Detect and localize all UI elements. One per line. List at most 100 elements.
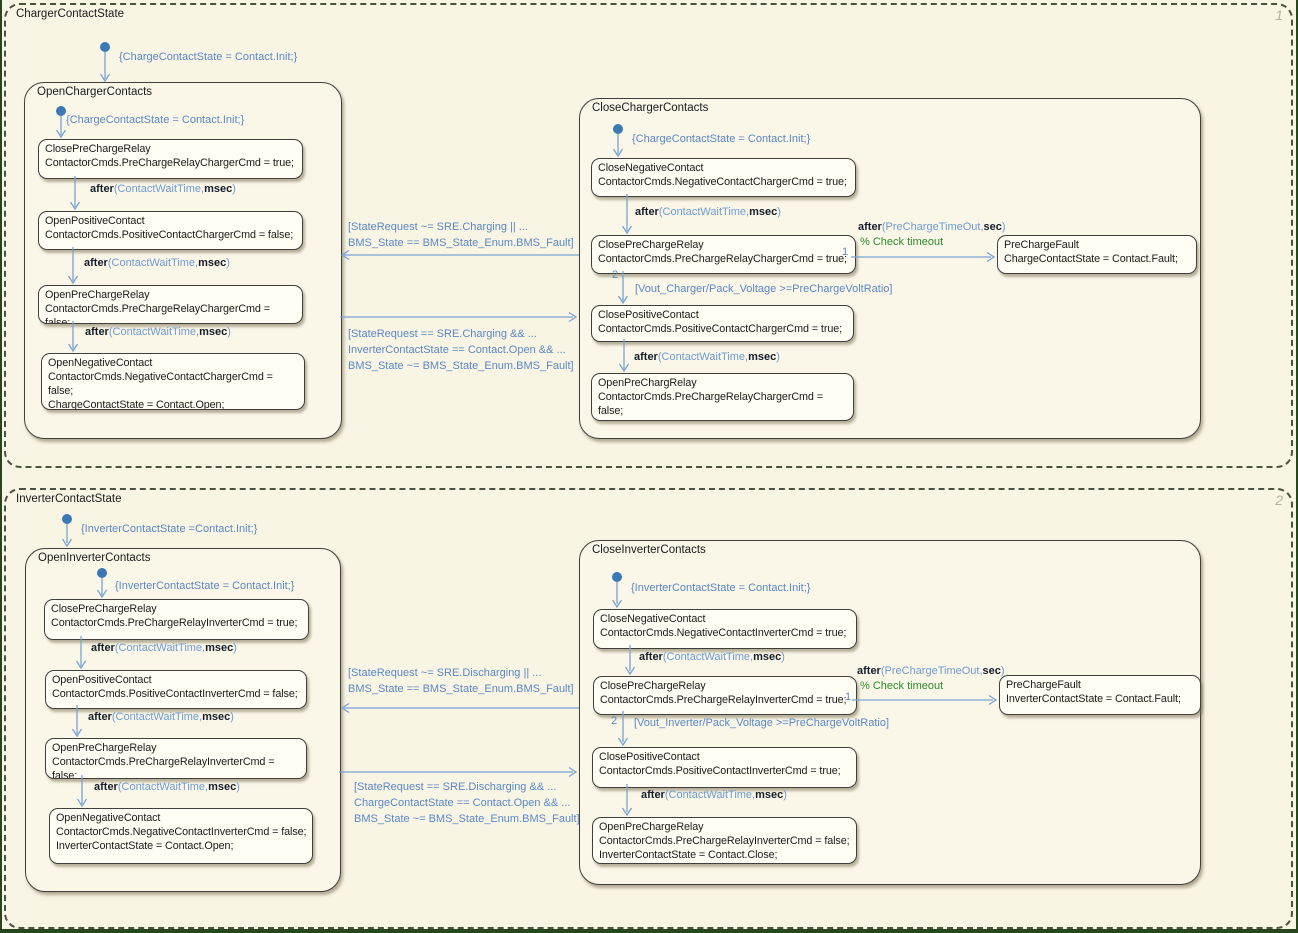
state-action: ContactorCmds.PositiveContactChargerCmd … [598,323,843,335]
state-pre-charge-fault[interactable]: PreChargeFault ChargeContactState = Cont… [997,235,1197,274]
transition-label-after[interactable]: after(ContactWaitTime,msec) [641,787,787,803]
state-action: ContactorCmds.NegativeContactChargerCmd … [598,176,847,188]
label-segment: (ContactWaitTime, [113,183,205,195]
label-segment: (PreChargeTimeOut, [881,221,984,233]
state-close-positive-contact[interactable]: ClosePositiveContact ContactorCmds.Posit… [592,747,857,788]
state-open-pre-charge-relay[interactable]: OpenPreChargeRelay ContactorCmds.PreChar… [592,817,857,864]
transition-label-after[interactable]: after(ContactWaitTime,msec) [85,324,231,340]
arrowhead-icon [624,666,636,676]
transition-order-number: 2 [612,269,619,281]
default-transition-dot[interactable] [62,514,72,524]
transition-label-init[interactable]: {ChargeContactState = Contact.Init;} [119,51,298,63]
state-open-positive-contact[interactable]: OpenPositiveContact ContactorCmds.Positi… [45,670,307,709]
default-transition-dot[interactable] [100,42,110,52]
label-segment: (ContactWaitTime, [114,642,206,654]
state-action: ContactorCmds.PositiveContactChargerCmd … [45,229,294,241]
state-close-negative-contact[interactable]: CloseNegativeContact ContactorCmds.Negat… [591,158,856,197]
state-title: ChargerContactState [16,8,125,20]
state-open-negative-contact[interactable]: OpenNegativeContact ContactorCmds.Negati… [49,808,313,864]
condition-line: BMS_State == BMS_State_Enum.BMS_Fault] [348,237,574,249]
state-close-pre-charge-relay[interactable]: ClosePreChargeRelay ContactorCmds.PreCha… [593,676,857,715]
transition-comment[interactable]: % Check timeout [860,236,944,248]
arrowhead-icon [568,766,578,778]
arrowhead-icon [67,275,79,285]
state-close-pre-charge-relay[interactable]: ClosePreChargeRelay ContactorCmds.PreCha… [38,139,303,179]
transition-label-init[interactable]: {InverterContactState = Contact.Init;} [115,580,295,592]
label-segment: ) [230,711,234,723]
state-close-negative-contact[interactable]: CloseNegativeContact ContactorCmds.Negat… [593,609,857,649]
state-title: CloseChargerContacts [592,102,709,114]
transition-label-init[interactable]: {InverterContactState =Contact.Init;} [81,523,258,535]
transition-label-condition[interactable]: [StateRequest == SRE.Charging && ... Inv… [348,326,574,374]
default-transition-dot[interactable] [613,124,623,134]
arrowhead-icon [76,798,88,808]
state-name: PreChargeFault [1004,239,1079,251]
state-action: ContactorCmds.NegativeContactInverterCmd… [600,627,847,639]
label-segment: after [641,789,665,801]
transition-label-condition[interactable]: [Vout_Inverter/Pack_Voltage >=PreChargeV… [634,717,889,729]
state-close-pre-charge-relay[interactable]: ClosePreChargeRelay ContactorCmds.PreCha… [44,599,309,640]
state-name: OpenPreChargRelay [598,377,697,389]
transition-label-after[interactable]: after(ContactWaitTime,msec) [635,204,781,220]
default-transition-dot[interactable] [97,568,107,578]
transition-label-after[interactable]: after(ContactWaitTime,msec) [634,349,780,365]
transition-label-after[interactable]: after(ContactWaitTime,msec) [639,649,785,665]
state-close-positive-contact[interactable]: ClosePositiveContact ContactorCmds.Posit… [591,305,854,342]
transition-label-after-timeout[interactable]: after(PreChargeTimeOut,sec) [857,663,1005,679]
label-segment: (ContactWaitTime, [657,351,749,363]
label-segment: msec [204,183,233,195]
state-action: ChargeContactState = Contact.Fault; [1004,253,1178,265]
state-name: OpenPositiveContact [45,215,145,227]
arrowhead-icon [612,148,624,158]
state-open-positive-contact[interactable]: OpenPositiveContact ContactorCmds.Positi… [38,211,303,250]
transition-label-after[interactable]: after(ContactWaitTime,msec) [94,779,240,795]
label-segment: ) [233,642,237,654]
state-open-negative-contact[interactable]: OpenNegativeContact ContactorCmds.Negati… [41,353,305,410]
label-segment: sec [983,221,1002,233]
label-segment: msec [755,789,784,801]
label-segment: msec [199,326,228,338]
label-segment: msec [748,351,777,363]
condition-line: BMS_State == BMS_State_Enum.BMS_Fault] [348,683,574,695]
state-title: InverterContactState [16,493,122,505]
arrowhead-icon [67,343,79,353]
state-title: CloseInverterContacts [592,544,706,556]
state-title: OpenChargerContacts [37,86,153,98]
transition-label-condition[interactable]: [Vout_Charger/Pack_Voltage >=PreChargeVo… [635,283,893,295]
arrowhead-icon [621,807,633,817]
transition-label-after[interactable]: after(ContactWaitTime,msec) [84,255,230,271]
state-action: ContactorCmds.PreChargeRelayChargerCmd =… [598,253,847,265]
label-segment: after [639,651,663,663]
label-segment: (PreChargeTimeOut, [880,665,983,677]
transition-label-init[interactable]: {ChargeContactState = Contact.Init;} [632,133,811,145]
default-transition-dot[interactable] [56,106,66,116]
state-title: OpenInverterContacts [38,552,151,564]
transition-label-condition[interactable]: [StateRequest ~= SRE.Charging || ... BMS… [348,219,574,251]
state-name: CloseNegativeContact [600,613,706,625]
label-segment: after [90,183,114,195]
transition-label-condition[interactable]: [StateRequest ~= SRE.Discharging || ... … [348,665,574,697]
transition-label-after[interactable]: after(ContactWaitTime,msec) [90,181,236,197]
transition-label-after[interactable]: after(ContactWaitTime,msec) [88,709,234,725]
canvas-edge [0,0,2,933]
state-open-pre-charge-relay[interactable]: OpenPreChargeRelay ContactorCmds.PreChar… [38,285,303,324]
transition-label-init[interactable]: {InverterContactState = Contact.Init;} [631,582,811,594]
transition-label-after[interactable]: after(ContactWaitTime,msec) [91,640,237,656]
state-open-pre-charge-relay[interactable]: OpenPreChargeRelay ContactorCmds.PreChar… [45,738,307,779]
label-segment: msec [205,642,234,654]
state-name: ClosePositiveContact [599,751,700,763]
state-open-pre-charg-relay[interactable]: OpenPreChargRelay ContactorCmds.PreCharg… [591,373,854,421]
label-segment: ) [232,183,236,195]
state-action: ContactorCmds.PreChargeRelayInverterCmd … [52,756,275,779]
state-action: ContactorCmds.PreChargeRelayChargerCmd =… [598,391,823,417]
transition-label-condition[interactable]: [StateRequest == SRE.Discharging && ... … [354,779,580,827]
state-pre-charge-fault[interactable]: PreChargeFault InverterContactState = Co… [999,675,1201,715]
transition-label-init[interactable]: {ChargeContactState = Contact.Init;} [66,114,245,126]
transition-label-after-timeout[interactable]: after(PreChargeTimeOut,sec) [858,219,1006,235]
state-action: ContactorCmds.PreChargeRelayInverterCmd … [599,835,850,847]
state-close-pre-charge-relay[interactable]: ClosePreChargeRelay ContactorCmds.PreCha… [591,235,856,274]
default-transition-dot[interactable] [612,572,622,582]
arrowhead-icon [617,295,629,305]
transition-comment[interactable]: % Check timeout [860,680,944,692]
condition-line: [StateRequest ~= SRE.Discharging || ... [348,667,542,679]
